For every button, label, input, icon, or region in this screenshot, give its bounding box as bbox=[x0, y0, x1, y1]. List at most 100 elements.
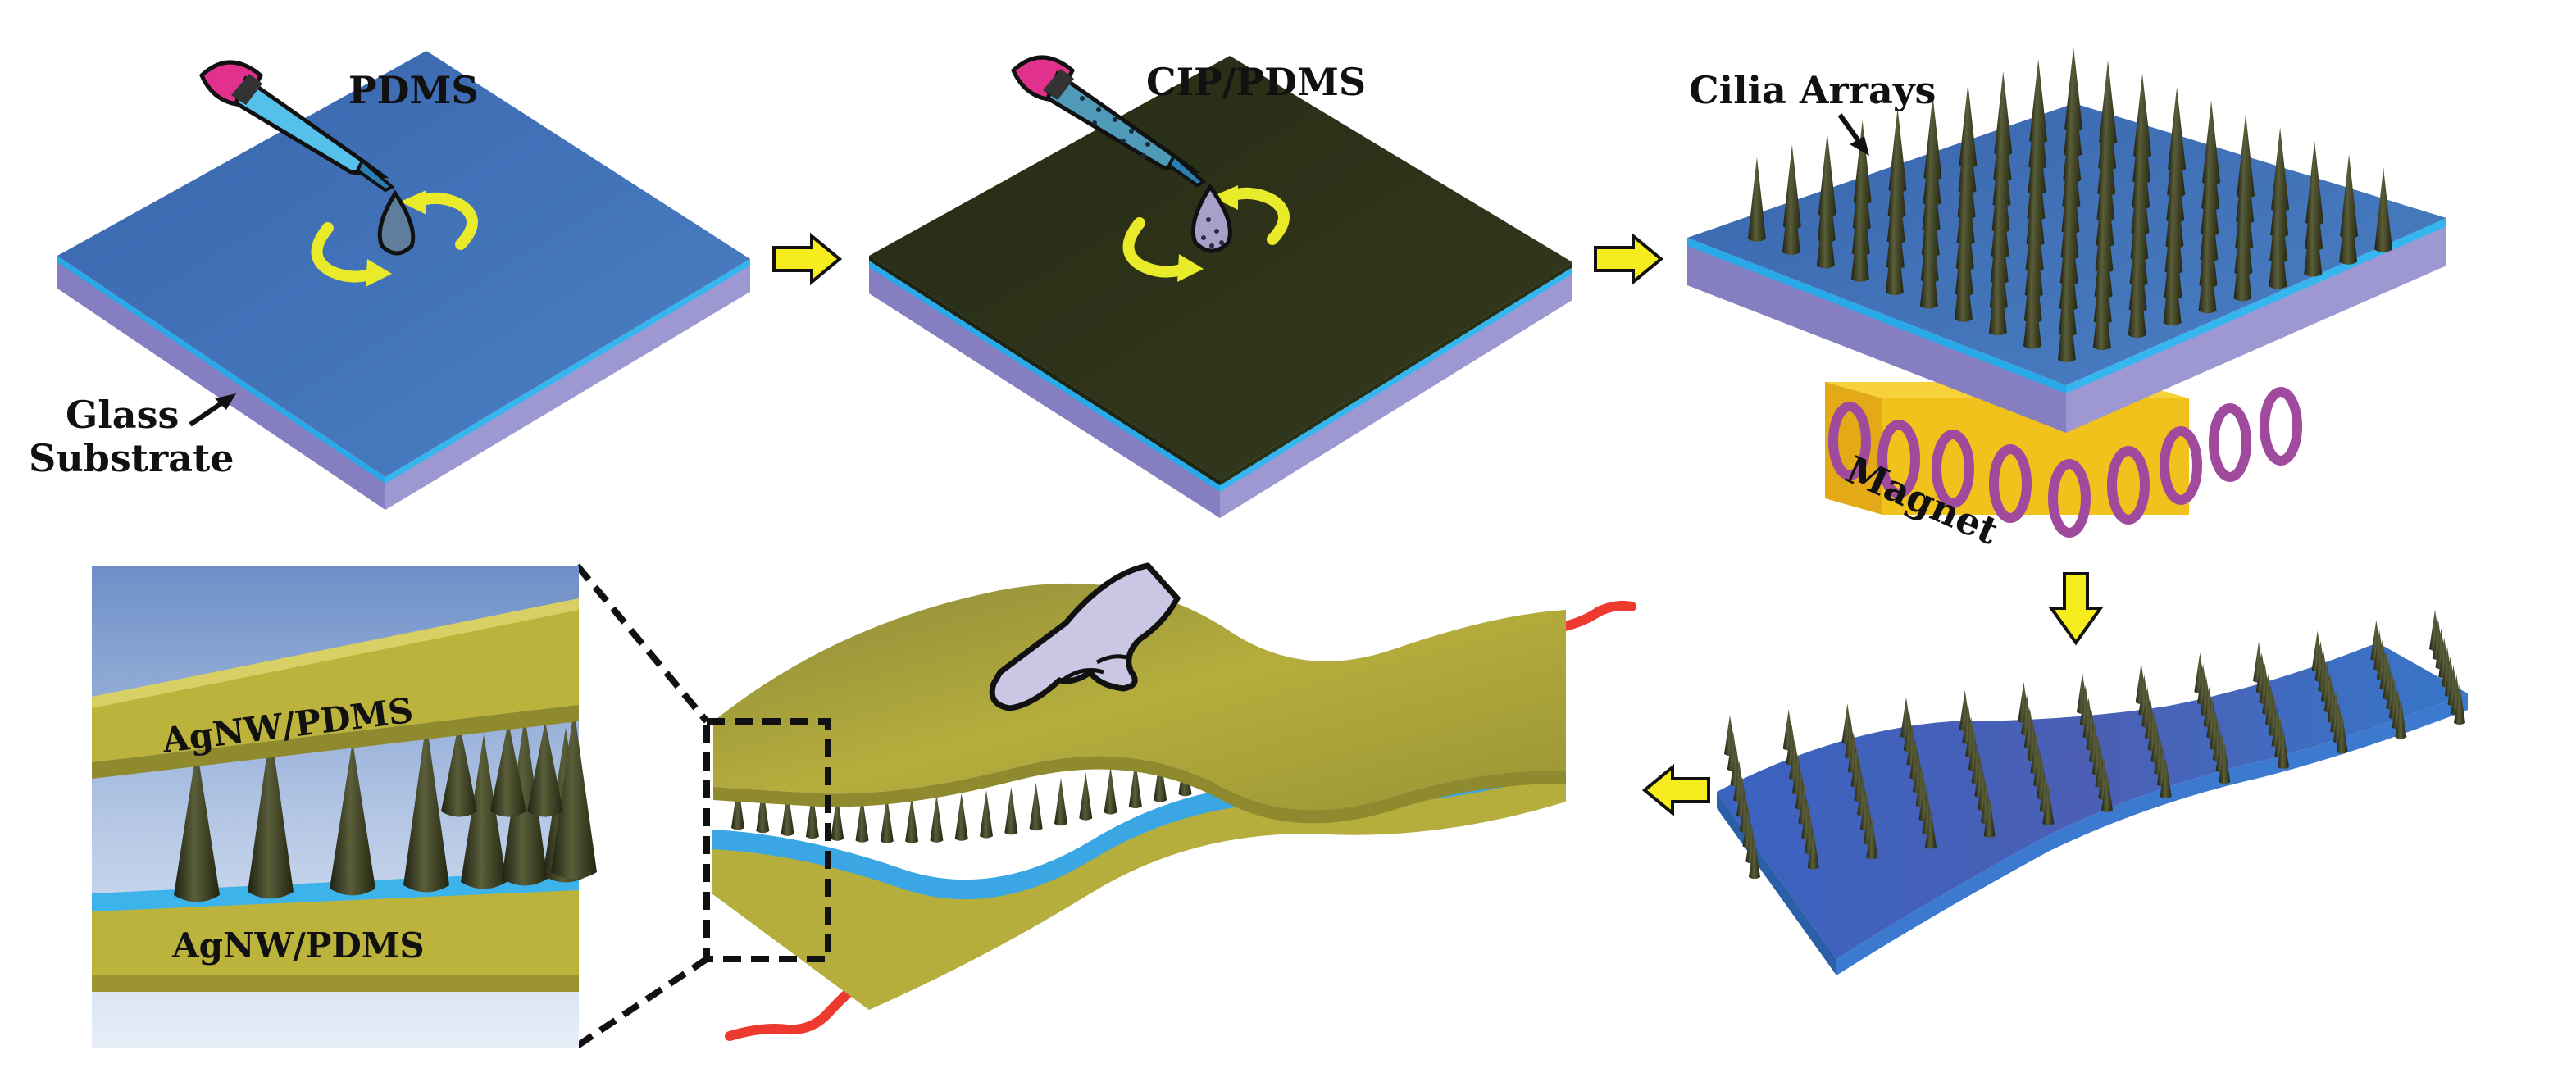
sensor-cilium-cone bbox=[980, 790, 994, 839]
wave-cilia-cones bbox=[1724, 609, 2465, 880]
sensor-cilium-cone bbox=[756, 784, 770, 834]
label-pdms: PDMS bbox=[348, 68, 479, 112]
wave-cilium-cone bbox=[1866, 818, 1878, 860]
label-agnw-bottom: AgNW/PDMS bbox=[171, 925, 425, 966]
dropper-icon bbox=[198, 60, 395, 193]
inset-cilium-cone bbox=[330, 741, 375, 896]
process-arrow-icon bbox=[2048, 572, 2104, 646]
wave-cilium-cone bbox=[1983, 796, 1996, 838]
sensor-cilium-cone bbox=[1029, 782, 1043, 831]
cilium-cone bbox=[1782, 170, 1800, 256]
pdms-cyan-edge-left bbox=[57, 256, 385, 484]
cilium-cone bbox=[2057, 277, 2076, 363]
glass-pointer-arrow bbox=[189, 398, 228, 427]
wave-cilium-cone bbox=[2278, 727, 2289, 769]
sensor-cilium-cone bbox=[1079, 772, 1093, 821]
wire-bottom bbox=[725, 975, 867, 1041]
zoom-connector-top bbox=[574, 563, 710, 724]
wave-cilium-cone bbox=[2454, 683, 2465, 725]
cilium-cone bbox=[2269, 204, 2287, 289]
pdms-cyan-edge-right bbox=[385, 259, 750, 484]
inset-cilium-cone bbox=[490, 721, 526, 817]
sensor-cilium-cone bbox=[954, 793, 968, 841]
cilium-cone bbox=[2304, 192, 2323, 277]
sensor-cilium-cone bbox=[1004, 786, 1018, 835]
sensor-cilium-cone bbox=[805, 790, 819, 839]
pdms-layer-top bbox=[57, 51, 750, 477]
sensor-cilium-cone bbox=[1054, 777, 1067, 826]
finger-icon bbox=[989, 562, 1181, 711]
inset-cilia-cones bbox=[174, 708, 597, 902]
wave-cilium-cone bbox=[2395, 698, 2407, 739]
process-arrow-icon bbox=[1641, 763, 1710, 817]
cilia-arrays bbox=[1747, 47, 2393, 363]
inset-cilium-cone bbox=[174, 748, 220, 902]
sensor-cilium-cone bbox=[781, 788, 794, 836]
inset-cilium-cone bbox=[461, 734, 507, 889]
dropper-icon bbox=[1010, 55, 1207, 188]
sensor-cilium-cone bbox=[831, 793, 844, 841]
cilium-cone bbox=[2374, 167, 2393, 252]
inset-cilium-cone bbox=[551, 708, 597, 880]
cilium-cone bbox=[1747, 157, 1766, 242]
wave-cilium-cone bbox=[1749, 838, 1760, 880]
cilium-cone bbox=[1954, 237, 1973, 322]
cilia-pointer-arrow bbox=[1837, 113, 1864, 146]
inset-cilium-cone bbox=[248, 728, 294, 899]
cilium-cone bbox=[1850, 197, 1869, 282]
zoom-inset: AgNW/PDMS AgNW/PDMS bbox=[92, 566, 597, 1048]
sensor-cilium-cone bbox=[1128, 760, 1142, 809]
glass-substrate-side-right bbox=[385, 264, 750, 510]
sensor-cilium-cone bbox=[1104, 766, 1117, 815]
cilium-cone bbox=[2339, 180, 2358, 265]
step3-magnetic-cilia-growth: Magnet Cilia Arrays bbox=[1687, 47, 2446, 553]
sensor-cilium-cone bbox=[1154, 754, 1167, 802]
zoom-connector-bottom bbox=[575, 956, 709, 1049]
label-cip-pdms: CIP/PDMS bbox=[1146, 60, 1366, 104]
label-cilia-arrays: Cilia Arrays bbox=[1689, 68, 1936, 112]
inset-cilium-cone bbox=[527, 721, 563, 817]
cilium-cone bbox=[1919, 224, 1938, 309]
glass-substrate-side-left bbox=[57, 261, 385, 510]
cilium-cone bbox=[2233, 216, 2252, 302]
step2-cip-pdms-layer: CIP/PDMS bbox=[869, 55, 1572, 518]
wave-cilium-cone bbox=[2160, 757, 2172, 798]
process-arrow-icon bbox=[772, 232, 843, 286]
wave-cilium-cone bbox=[2101, 771, 2113, 813]
sensor-cilium-cone bbox=[855, 794, 869, 843]
step4-flexible-cilia-film bbox=[1717, 609, 2468, 975]
sensor-cilium-cone bbox=[731, 782, 744, 830]
wave-cilium-cone bbox=[1807, 828, 1819, 870]
cilium-cone bbox=[2163, 241, 2182, 326]
cip-droplet-icon bbox=[1190, 183, 1232, 253]
droplet-icon bbox=[377, 189, 416, 256]
cilium-cone bbox=[1816, 184, 1835, 269]
cilium-cone bbox=[2128, 252, 2146, 339]
label-substrate: Substrate bbox=[29, 436, 234, 480]
wave-cilium-cone bbox=[2219, 743, 2231, 784]
sensor-cilium-cone bbox=[880, 795, 894, 843]
process-arrow-icon bbox=[1594, 232, 1664, 286]
label-glass: Glass bbox=[66, 393, 179, 437]
wave-cilium-cone bbox=[2336, 712, 2348, 754]
sensor-cilium-cone bbox=[905, 795, 919, 843]
cilium-cone bbox=[2092, 265, 2111, 351]
inset-cilium-cone bbox=[502, 715, 548, 886]
inset-cilium-cone bbox=[441, 721, 477, 817]
inset-cilium-cone bbox=[403, 721, 449, 893]
cilium-cone bbox=[2023, 264, 2041, 349]
magnet-coil-icon bbox=[1825, 382, 2302, 538]
step5-assembled-sensor bbox=[703, 562, 1636, 1041]
cilium-cone bbox=[1885, 210, 1904, 296]
cilium-cone bbox=[2198, 229, 2217, 314]
cip-pdms-layer-top bbox=[869, 56, 1572, 480]
wave-cilium-cone bbox=[1925, 807, 1937, 849]
sensor-cilium-cone bbox=[930, 794, 944, 843]
step1-pdms-substrate: PDMS Glass Substrate bbox=[29, 51, 750, 510]
wave-cilium-cone bbox=[2042, 784, 2055, 826]
cilium-cone bbox=[1988, 251, 2007, 336]
zoom-region-box bbox=[703, 718, 831, 962]
rotation-arrows-icon bbox=[1122, 187, 1290, 278]
rotation-arrows-icon bbox=[311, 192, 478, 283]
